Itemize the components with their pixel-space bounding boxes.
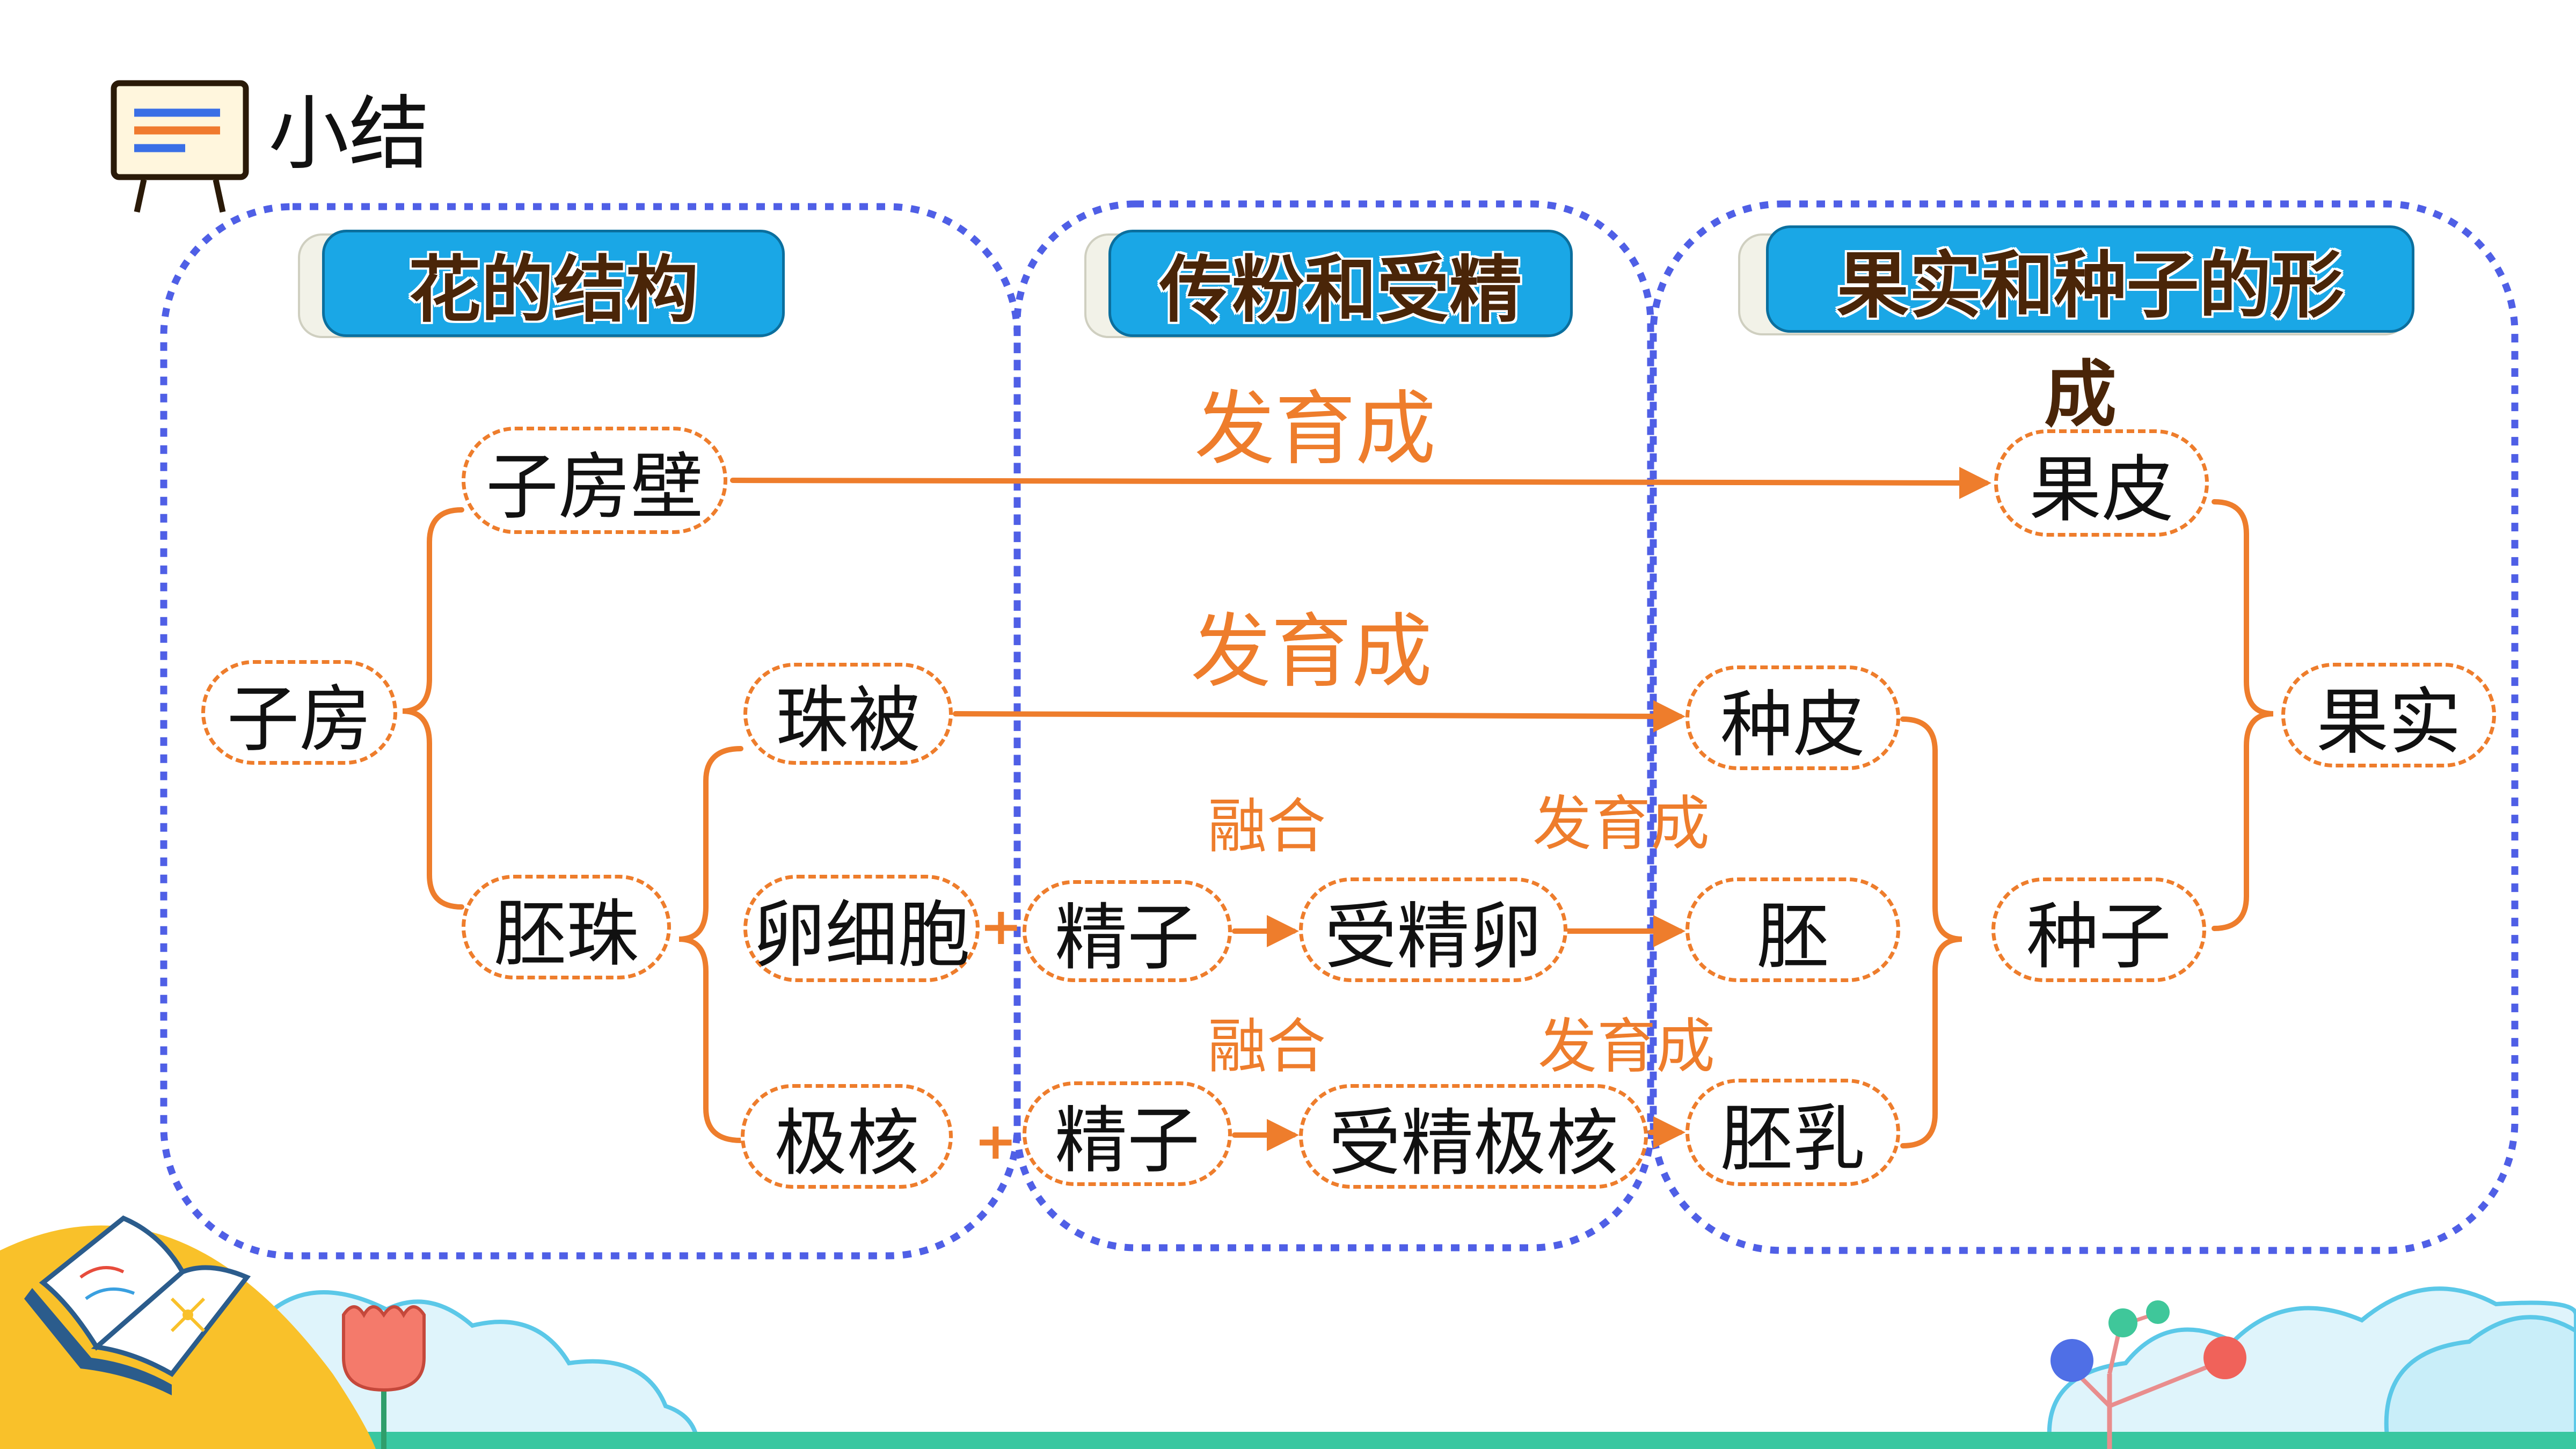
section-header-fruit-wrap: 成 bbox=[2044, 353, 2117, 437]
section-header-pollination: 传粉和受精 bbox=[1108, 230, 1573, 337]
node-sperm-2: 精子 bbox=[1023, 1081, 1232, 1186]
section-header-fruit: 果实和种子的形 bbox=[1766, 225, 2414, 333]
brace-ovule bbox=[678, 746, 743, 1143]
node-polar-nuclei: 极核 bbox=[741, 1084, 953, 1189]
page-title: 小结 bbox=[268, 87, 430, 181]
section-border-flower bbox=[160, 203, 1021, 1260]
node-fertilized-polar-nuclei: 受精极核 bbox=[1299, 1084, 1648, 1189]
section-border-fruit bbox=[1650, 200, 2519, 1254]
node-fruit: 果实 bbox=[2281, 663, 2496, 767]
node-embryo: 胚 bbox=[1685, 877, 1900, 982]
label-fusion-1: 融合 bbox=[1208, 792, 1326, 861]
book-icon bbox=[24, 1215, 251, 1395]
node-integument: 珠被 bbox=[743, 663, 953, 765]
tree-icon bbox=[2050, 1300, 2246, 1449]
label-develops-into-3: 发育成 bbox=[1533, 789, 1710, 858]
node-ovule: 胚珠 bbox=[462, 875, 671, 979]
label-develops-into-2: 发育成 bbox=[1191, 605, 1433, 699]
node-ovary-wall: 子房壁 bbox=[462, 427, 727, 534]
label-develops-into-1: 发育成 bbox=[1194, 383, 1436, 476]
node-seed: 种子 bbox=[1991, 877, 2206, 982]
node-endosperm: 胚乳 bbox=[1685, 1079, 1900, 1186]
section-border-pollination bbox=[1013, 200, 1654, 1252]
board-icon bbox=[111, 80, 249, 213]
brace-fruit bbox=[2212, 499, 2274, 931]
plus-sign-egg: + bbox=[980, 897, 1023, 956]
node-fertilized-egg: 受精卵 bbox=[1299, 877, 1567, 982]
brace-seed bbox=[1900, 716, 1962, 1148]
node-seed-coat: 种皮 bbox=[1685, 665, 1900, 770]
node-egg-cell: 卵细胞 bbox=[743, 875, 980, 982]
node-ovary: 子房 bbox=[201, 660, 397, 765]
node-sperm-1: 精子 bbox=[1023, 880, 1232, 982]
label-develops-into-4: 发育成 bbox=[1538, 1012, 1715, 1081]
section-header-flower: 花的结构 bbox=[322, 230, 785, 337]
ground-strip bbox=[0, 1432, 2576, 1449]
arrow-ovary-wall-to-pericarp bbox=[730, 466, 1991, 499]
node-pericarp: 果皮 bbox=[1994, 429, 2209, 537]
brace-ovary bbox=[402, 507, 464, 910]
flower-icon bbox=[342, 1305, 426, 1449]
arrow-integument-to-seed-coat bbox=[953, 700, 1685, 733]
plus-sign-polar: + bbox=[974, 1112, 1017, 1171]
label-fusion-2: 融合 bbox=[1208, 1012, 1326, 1081]
